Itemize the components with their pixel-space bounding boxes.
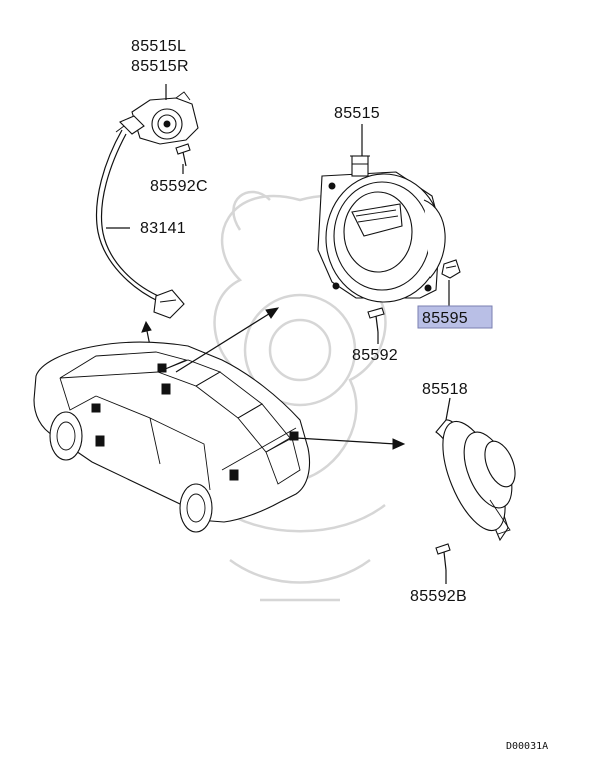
leader-85518 — [445, 397, 451, 421]
label-85518: 85518 — [422, 381, 468, 398]
tweeter-bracket-part — [115, 91, 199, 145]
screw-85592B-part — [435, 543, 451, 571]
harness-83141-part — [95, 129, 185, 319]
clip-85595-part — [441, 259, 461, 279]
screw-85592-part — [367, 307, 385, 333]
diagram-code: D00031A — [506, 741, 548, 752]
label-85592C: 85592C — [150, 178, 208, 195]
label-85595: 85595 — [422, 310, 468, 327]
vehicle-outline — [33, 341, 311, 533]
highlight-85595 — [417, 305, 493, 329]
arrow-head-85518 — [392, 438, 406, 450]
label-83141: 83141 — [140, 220, 186, 237]
arrow-head-harness — [141, 320, 152, 333]
arrow-head-85515 — [265, 307, 280, 319]
speaker-85515-part — [317, 155, 446, 303]
arrow-to-speaker-85518 — [295, 437, 397, 445]
label-85515R: 85515R — [131, 58, 189, 75]
label-85515L: 85515L — [131, 38, 186, 55]
label-85592: 85592 — [352, 347, 398, 364]
label-85592B: 85592B — [410, 588, 467, 605]
label-85515: 85515 — [334, 105, 380, 122]
arrow-to-speaker-85515 — [175, 311, 273, 373]
screw-85592C-part — [175, 143, 191, 167]
speaker-85518-part — [435, 419, 516, 542]
